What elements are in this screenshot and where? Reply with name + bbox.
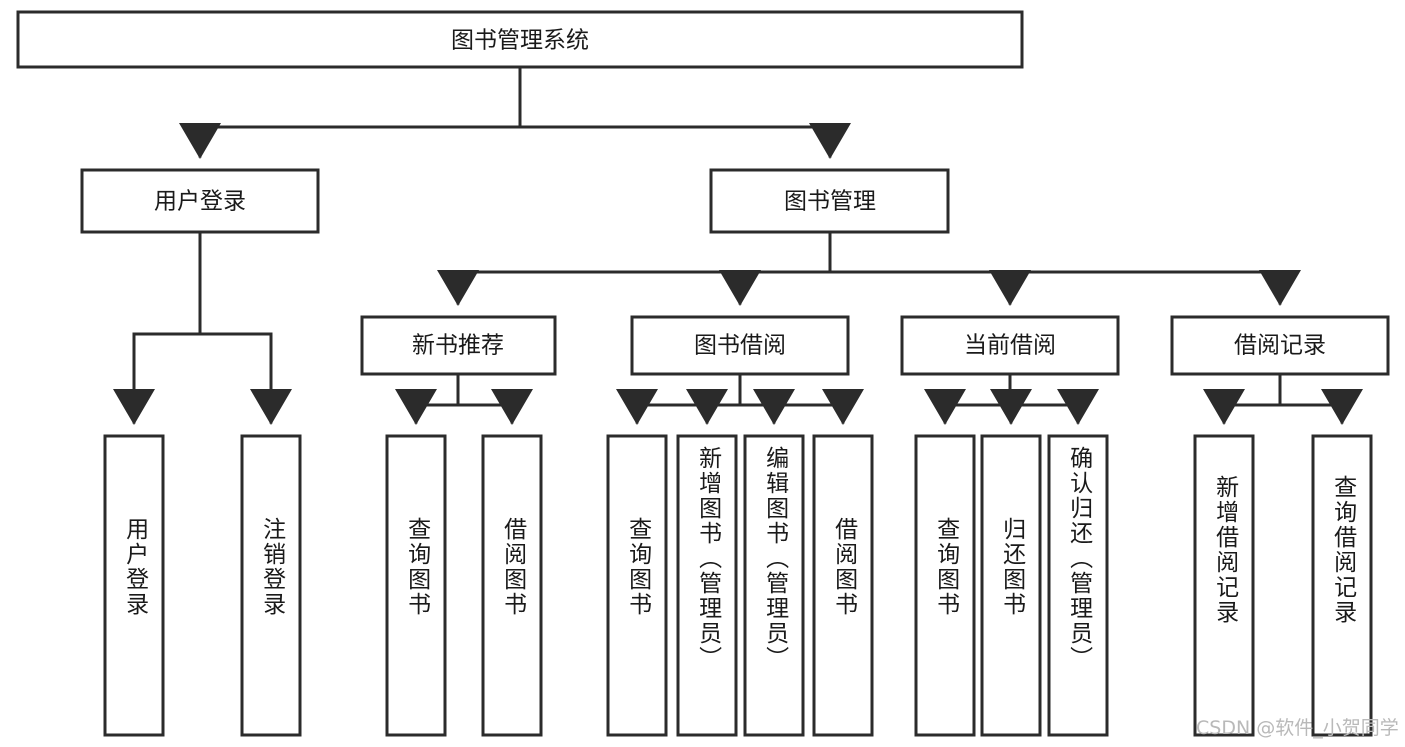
node-user-login[interactable]: 用户登录 [80, 168, 320, 234]
node-leaf-edit-book-box[interactable] [743, 434, 805, 737]
node-book-borrow-box[interactable] [630, 315, 850, 376]
connector-group-user-login [113, 230, 292, 425]
node-leaf-query-book-cur-box[interactable] [914, 434, 976, 737]
node-root-label: 图书管理系统 [451, 28, 589, 54]
node-root[interactable]: 图书管理系统 [16, 10, 1024, 69]
node-leaf-add-book-box[interactable] [676, 434, 738, 737]
node-book-borrow-label: 图书借阅 [694, 333, 786, 359]
node-borrow-record-box[interactable] [1170, 315, 1390, 376]
connector-group-book-borrow [616, 372, 864, 425]
connector-group-borrow-record [1203, 372, 1363, 425]
node-user-login-box[interactable] [80, 168, 320, 234]
node-borrow-record-label: 借阅记录 [1234, 333, 1326, 359]
node-new-book-rec[interactable]: 新书推荐 [360, 315, 557, 376]
connector-group-current-borrow [924, 372, 1099, 425]
node-new-book-rec-box[interactable] [360, 315, 557, 376]
node-borrow-record[interactable]: 借阅记录 [1170, 315, 1390, 376]
leaf-node-boxes [103, 434, 1373, 737]
node-leaf-user-login-box[interactable] [103, 434, 165, 737]
node-leaf-query-book-borrow-box[interactable] [606, 434, 668, 737]
node-leaf-add-record-box[interactable] [1193, 434, 1255, 737]
node-leaf-query-record-box[interactable] [1311, 434, 1373, 737]
csdn-watermark: CSDN @软件_小贺同学 [1196, 717, 1399, 739]
node-current-borrow-label: 当前借阅 [964, 333, 1056, 359]
node-book-manage-box[interactable] [709, 168, 950, 234]
node-user-login-label: 用户登录 [154, 189, 246, 215]
node-book-borrow[interactable]: 图书借阅 [630, 315, 850, 376]
node-book-manage-label: 图书管理 [784, 189, 876, 215]
node-current-borrow-box[interactable] [900, 315, 1120, 376]
node-leaf-borrow-book-rec-box[interactable] [481, 434, 543, 737]
connector-group-book-manage [437, 230, 1301, 306]
connector-group-new-book-rec [395, 372, 533, 425]
node-new-book-rec-label: 新书推荐 [412, 333, 504, 359]
node-current-borrow[interactable]: 当前借阅 [900, 315, 1120, 376]
node-leaf-confirm-return-box[interactable] [1047, 434, 1109, 737]
node-root-box[interactable] [16, 10, 1024, 69]
node-leaf-borrow-book-box[interactable] [812, 434, 874, 737]
node-leaf-return-book-box[interactable] [980, 434, 1042, 737]
node-leaf-query-book-rec-box[interactable] [385, 434, 447, 737]
connector-group-root [179, 65, 851, 159]
node-book-manage[interactable]: 图书管理 [709, 168, 950, 234]
node-leaf-logout-box[interactable] [240, 434, 302, 737]
